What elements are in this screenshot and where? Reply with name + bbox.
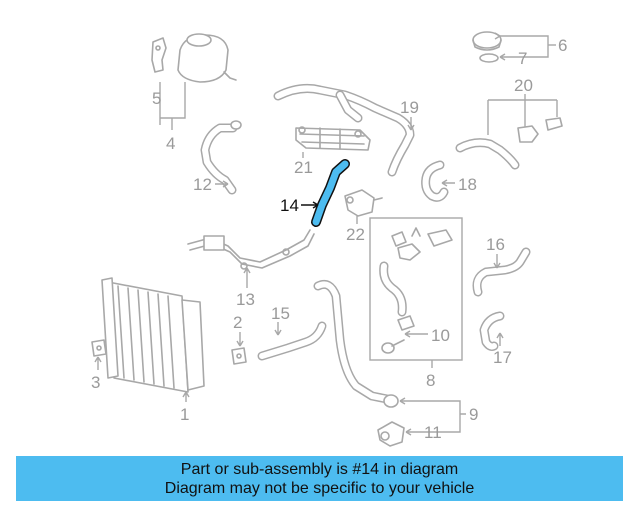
callout-leader-4-5 — [159, 82, 186, 130]
callout-leader-18 — [441, 179, 455, 187]
callout-17: 17 — [493, 348, 512, 367]
callout-16: 16 — [486, 235, 505, 254]
pipe-15-part — [257, 321, 327, 361]
callout-leader-19 — [407, 117, 415, 131]
callout-leader-1 — [182, 391, 190, 402]
callout-leader-14 — [301, 201, 319, 209]
bracket-2-part — [231, 347, 247, 365]
callout-21: 21 — [294, 158, 313, 177]
callout-7: 7 — [518, 49, 527, 68]
callout-3: 3 — [91, 373, 100, 392]
callout-leader-16 — [493, 254, 501, 269]
thermostat-22-part — [344, 189, 383, 217]
callout-2: 2 — [233, 313, 242, 332]
callout-4: 4 — [166, 134, 175, 153]
callout-1: 1 — [180, 405, 189, 424]
callout-20: 20 — [514, 76, 533, 95]
sub-assembly-8-parts — [379, 227, 453, 354]
hose-17-part — [479, 311, 505, 351]
radiator-1-part — [101, 277, 205, 393]
callout-leader-6-7 — [494, 32, 556, 61]
banner-line-part-info: Part or sub-assembly is #14 in diagram — [180, 460, 459, 478]
callout-19: 19 — [400, 98, 419, 117]
hose-20-part — [455, 117, 563, 170]
banner-line-disclaimer: Diagram may not be specific to your vehi… — [164, 479, 475, 497]
info-banner: Part or sub-assembly is #14 in diagram D… — [16, 456, 623, 501]
callout-6: 6 — [558, 36, 567, 55]
callout-leader-12 — [215, 180, 229, 188]
parts-diagram: 6 7 5 4 12 19 21 14 — [91, 31, 567, 447]
hose-18-part — [421, 160, 449, 202]
callout-18: 18 — [458, 175, 477, 194]
flange-21-part — [295, 126, 371, 151]
callout-5: 5 — [152, 89, 161, 108]
bracket-3-part — [91, 339, 107, 357]
callout-leader-arrows-9 — [399, 397, 412, 436]
callout-10: 10 — [431, 326, 450, 345]
callout-12: 12 — [193, 175, 212, 194]
callout-leader-20 — [487, 94, 558, 135]
callout-leader-3 — [94, 356, 102, 370]
hose-9-part — [313, 279, 399, 408]
pipe-13-part — [187, 229, 315, 270]
callout-leader-2 — [236, 332, 244, 347]
callout-13: 13 — [236, 290, 255, 309]
callout-leader-15 — [274, 322, 282, 336]
hose-12-part — [200, 120, 242, 195]
hose-16-part — [472, 247, 531, 297]
sub-assembly-box-8 — [369, 217, 463, 361]
callout-leader-10 — [404, 330, 428, 338]
callout-leader-9-11 — [400, 400, 466, 433]
callout-8: 8 — [426, 371, 435, 390]
hose-19-part — [273, 84, 415, 177]
hose-14-part-highlighted — [311, 159, 350, 227]
expansion-tank-part — [151, 33, 237, 83]
callout-22: 22 — [346, 225, 365, 244]
reservoir-cap-part — [472, 31, 502, 63]
callout-14: 14 — [280, 196, 299, 215]
callout-leader-17 — [496, 332, 504, 346]
callout-leader-13 — [243, 267, 251, 288]
connector-11-part — [377, 421, 405, 447]
callout-11: 11 — [424, 423, 442, 442]
callout-15: 15 — [271, 304, 290, 323]
callout-9: 9 — [469, 405, 478, 424]
